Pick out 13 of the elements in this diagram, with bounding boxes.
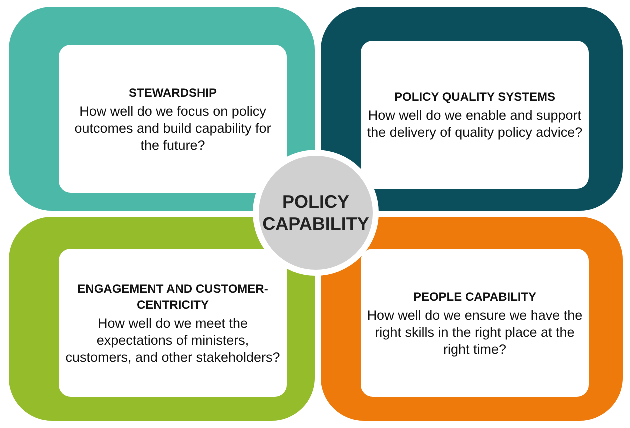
- card-background: [361, 249, 589, 397]
- card-heading: PEOPLE CAPABILITY: [413, 288, 537, 304]
- card-heading: POLICY QUALITY SYSTEMS: [394, 89, 556, 105]
- card-question: How well do we ensure we have the right skills in the right place at the right time?: [367, 306, 583, 358]
- card-heading: ENGAGEMENT AND CUSTOMER-CENTRICITY: [76, 280, 270, 312]
- card-background: [59, 45, 287, 193]
- center-title: POLICY CAPABILITY: [262, 191, 370, 235]
- card-question: How well do we focus on policy outcomes and build capability for the future?: [74, 102, 272, 154]
- card-heading: STEWARDSHIP: [128, 84, 217, 100]
- card-background: [361, 41, 589, 189]
- card-question: How well do we meet the expectations of ministers, customers, and other stakeholders?: [65, 314, 281, 366]
- card-question: How well do we enable and support the delivery of quality policy advice?: [367, 107, 583, 141]
- card-background: [59, 249, 287, 397]
